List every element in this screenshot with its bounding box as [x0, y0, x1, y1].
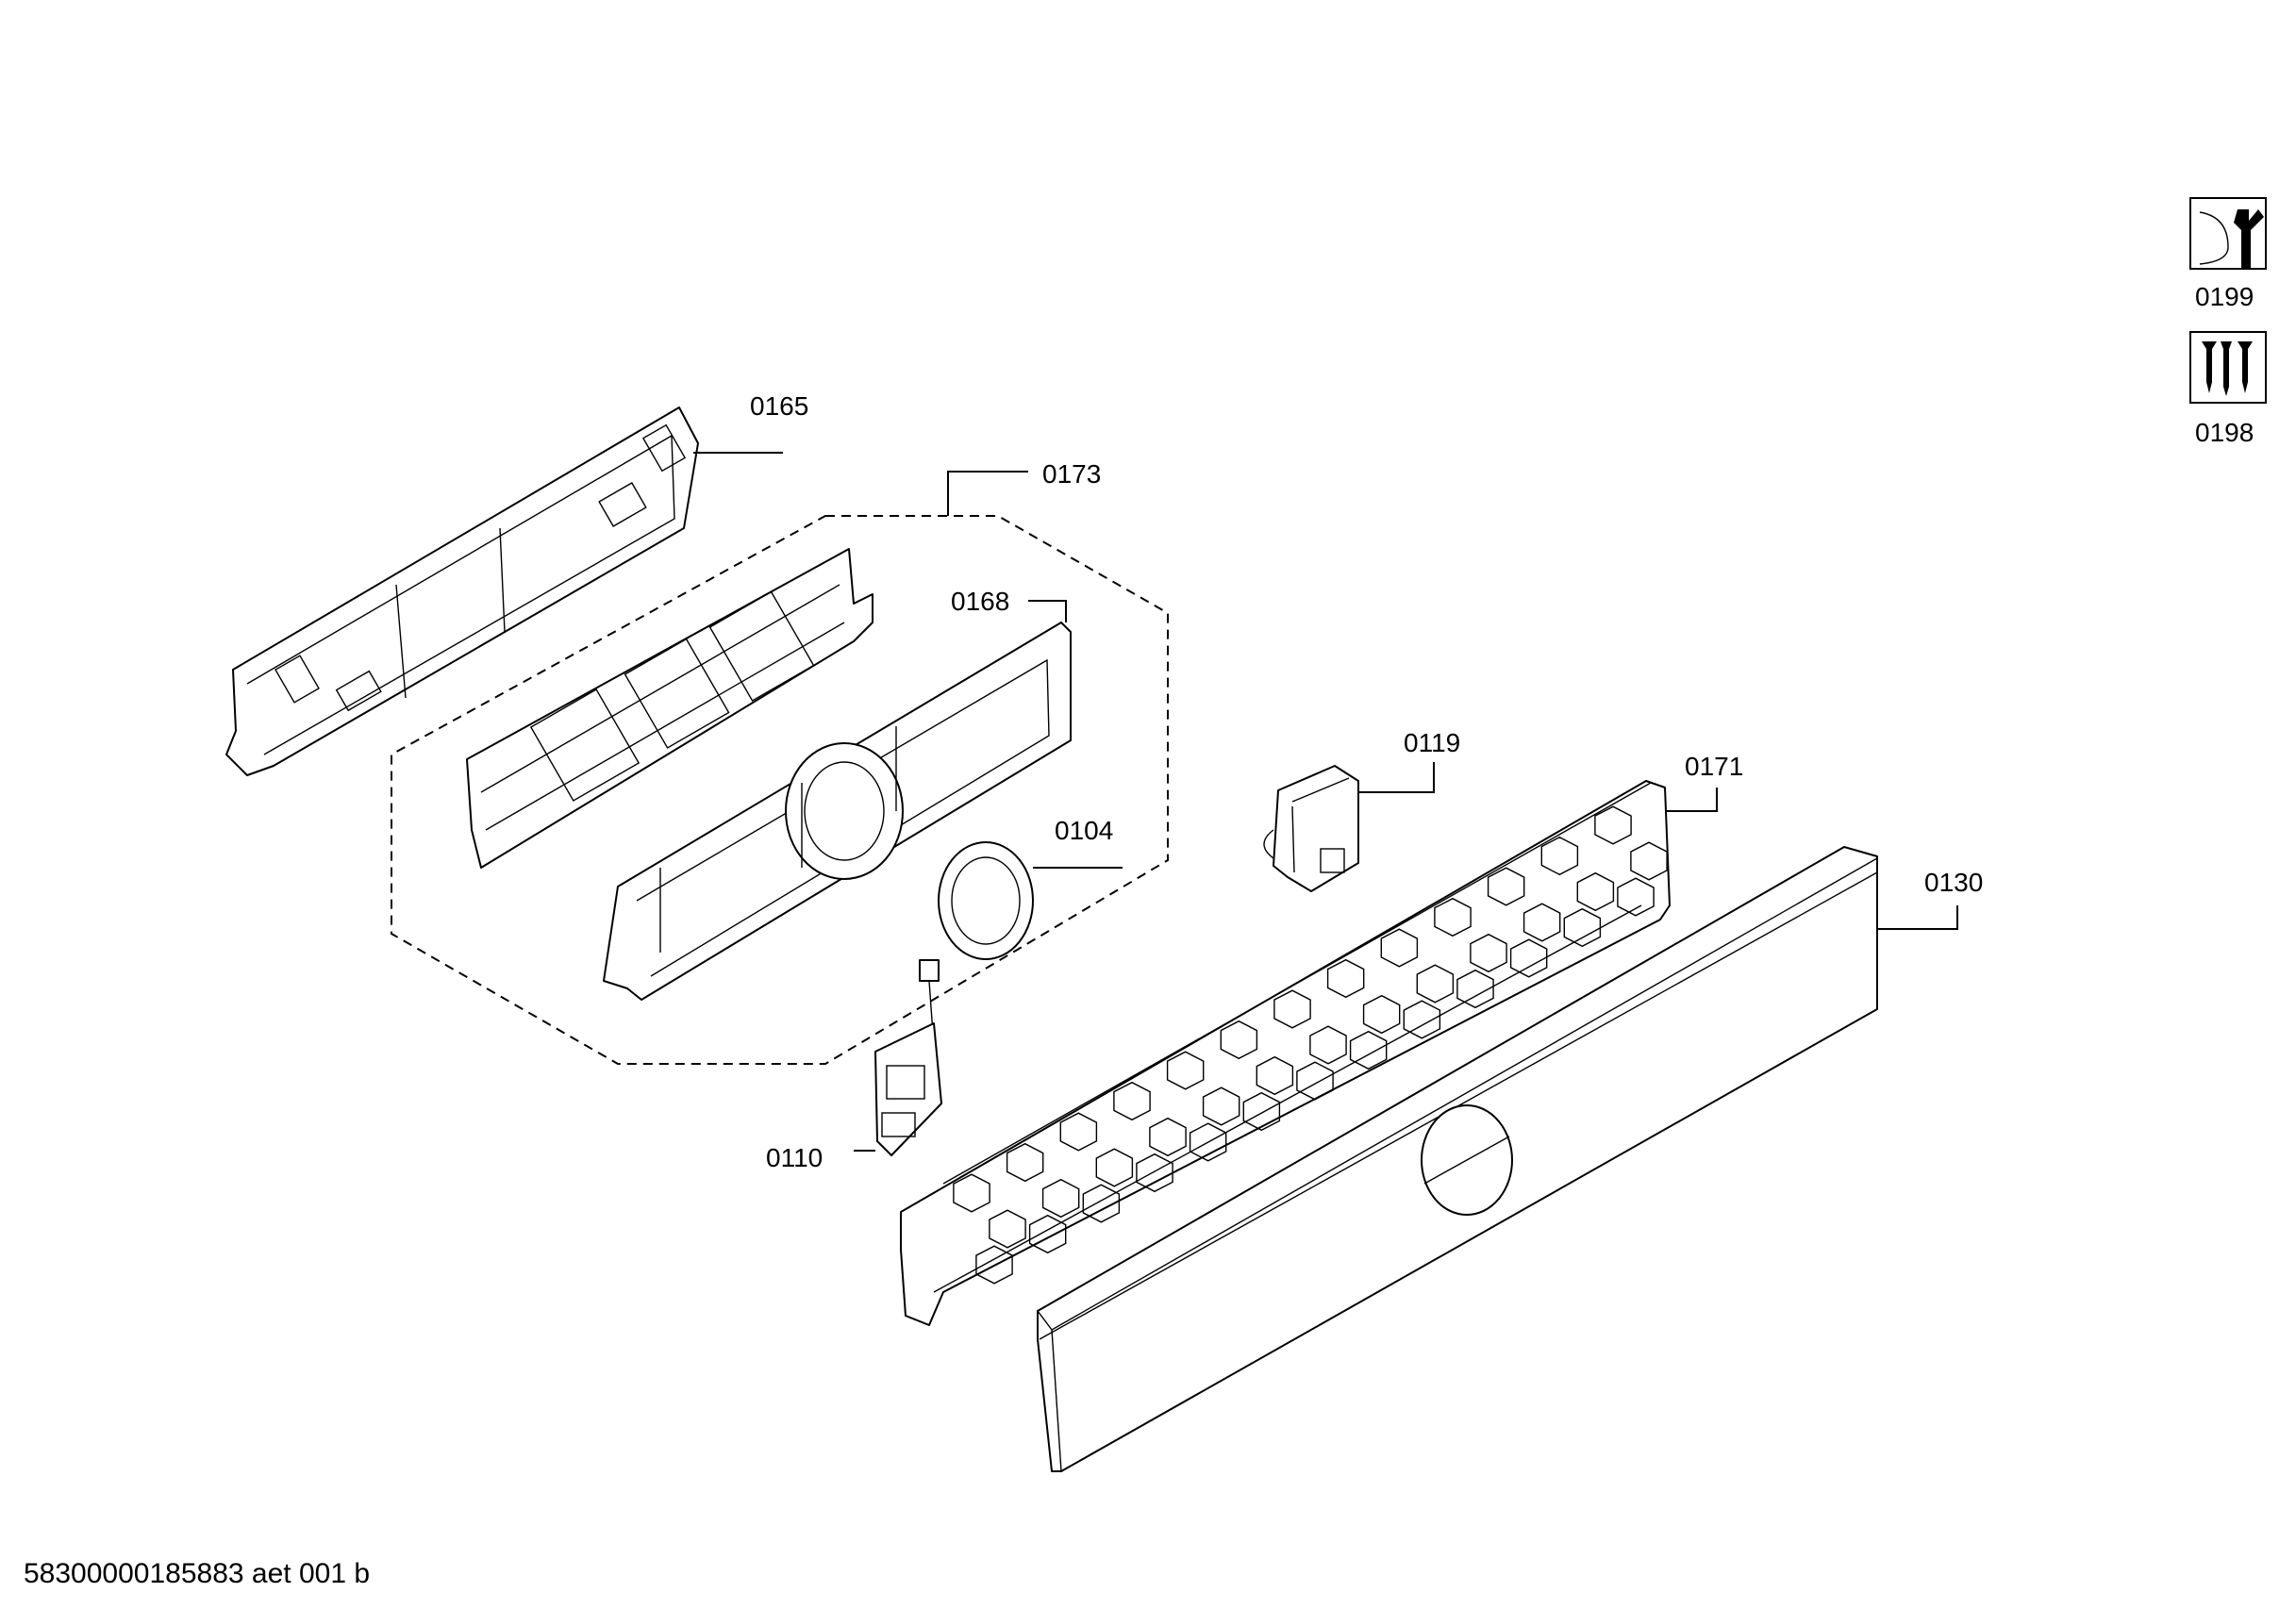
- label-0119: 0119: [1404, 728, 1460, 757]
- part-0104-ring[interactable]: [938, 841, 1034, 960]
- honeycomb-cell: [1273, 989, 1311, 1029]
- part-0168-front-frame[interactable]: [603, 622, 1072, 1001]
- part-0110-bracket[interactable]: [874, 959, 942, 1156]
- leader-0173: [947, 471, 1028, 516]
- honeycomb-cell: [1095, 1148, 1134, 1187]
- drawing-id: 58300000185883 aet 001 b: [24, 1558, 370, 1589]
- honeycomb-cell: [989, 1209, 1026, 1249]
- honeycomb-cell: [1082, 1184, 1121, 1223]
- honeycomb-cell: [1059, 1112, 1098, 1152]
- honeycomb-cell: [1041, 1178, 1080, 1219]
- honeycomb-cell: [1470, 933, 1507, 973]
- honeycomb-cell: [1006, 1142, 1044, 1183]
- screw-set-icon[interactable]: [2189, 331, 2267, 404]
- honeycomb-cell: [1166, 1051, 1205, 1090]
- honeycomb-cell: [1256, 1055, 1294, 1096]
- honeycomb-cell: [1576, 871, 1615, 912]
- honeycomb-cell: [1028, 1214, 1067, 1254]
- assembly-0173-boundary: [391, 515, 1169, 1065]
- honeycomb-cell: [1202, 1086, 1240, 1126]
- honeycomb-cell: [1487, 867, 1525, 906]
- label-0199: 0199: [2195, 282, 2254, 311]
- honeycomb-cell: [1403, 1000, 1441, 1039]
- part-0130-front-cover[interactable]: [1037, 846, 1878, 1472]
- leader-0130: [1877, 905, 1958, 930]
- assembly-0173-circuit-board[interactable]: [466, 548, 873, 869]
- label-0168: 0168: [951, 587, 1009, 616]
- honeycomb-cell: [1630, 841, 1668, 881]
- honeycomb-cell: [1594, 805, 1632, 845]
- label-0198: 0198: [2195, 418, 2254, 447]
- honeycomb-cell: [1509, 938, 1548, 978]
- honeycomb-cell: [1563, 907, 1602, 948]
- honeycomb-cell: [1380, 928, 1419, 968]
- honeycomb-cell: [1617, 877, 1655, 917]
- honeycomb-cell: [1349, 1030, 1388, 1070]
- label-0130: 0130: [1924, 868, 1983, 897]
- honeycomb-cell: [975, 1245, 1013, 1285]
- label-0173: 0173: [1042, 459, 1101, 489]
- leader-0168: [1028, 600, 1067, 622]
- honeycomb-cell: [953, 1173, 990, 1213]
- label-0171: 0171: [1685, 752, 1743, 781]
- honeycomb-cell: [1456, 969, 1494, 1009]
- part-0171-honeycomb-panel[interactable]: [900, 780, 1671, 1326]
- honeycomb-cell: [1522, 903, 1561, 942]
- leader-0119: [1358, 762, 1435, 793]
- leader-0171: [1665, 788, 1718, 812]
- honeycomb-cell: [1309, 1025, 1347, 1065]
- honeycomb-cell: [1189, 1122, 1227, 1162]
- honeycomb-cell: [1136, 1153, 1173, 1193]
- label-0104: 0104: [1055, 816, 1113, 845]
- wrench-tool-icon[interactable]: [2189, 197, 2267, 270]
- honeycomb-cell: [1362, 994, 1401, 1035]
- honeycomb-cell: [1113, 1081, 1151, 1121]
- honeycomb-cell: [1220, 1020, 1258, 1060]
- honeycomb-cell: [1540, 836, 1579, 876]
- honeycomb-cell: [1296, 1061, 1334, 1101]
- honeycomb-cell: [1242, 1091, 1281, 1132]
- part-0119-module[interactable]: [1263, 765, 1359, 892]
- part-0165-rear-frame[interactable]: [225, 406, 699, 776]
- honeycomb-cell: [1416, 964, 1455, 1004]
- label-0110: 0110: [766, 1143, 823, 1172]
- honeycomb-cell: [1149, 1117, 1187, 1157]
- label-0165: 0165: [750, 391, 808, 421]
- honeycomb-cell: [1434, 897, 1472, 937]
- honeycomb-cell: [1326, 958, 1365, 999]
